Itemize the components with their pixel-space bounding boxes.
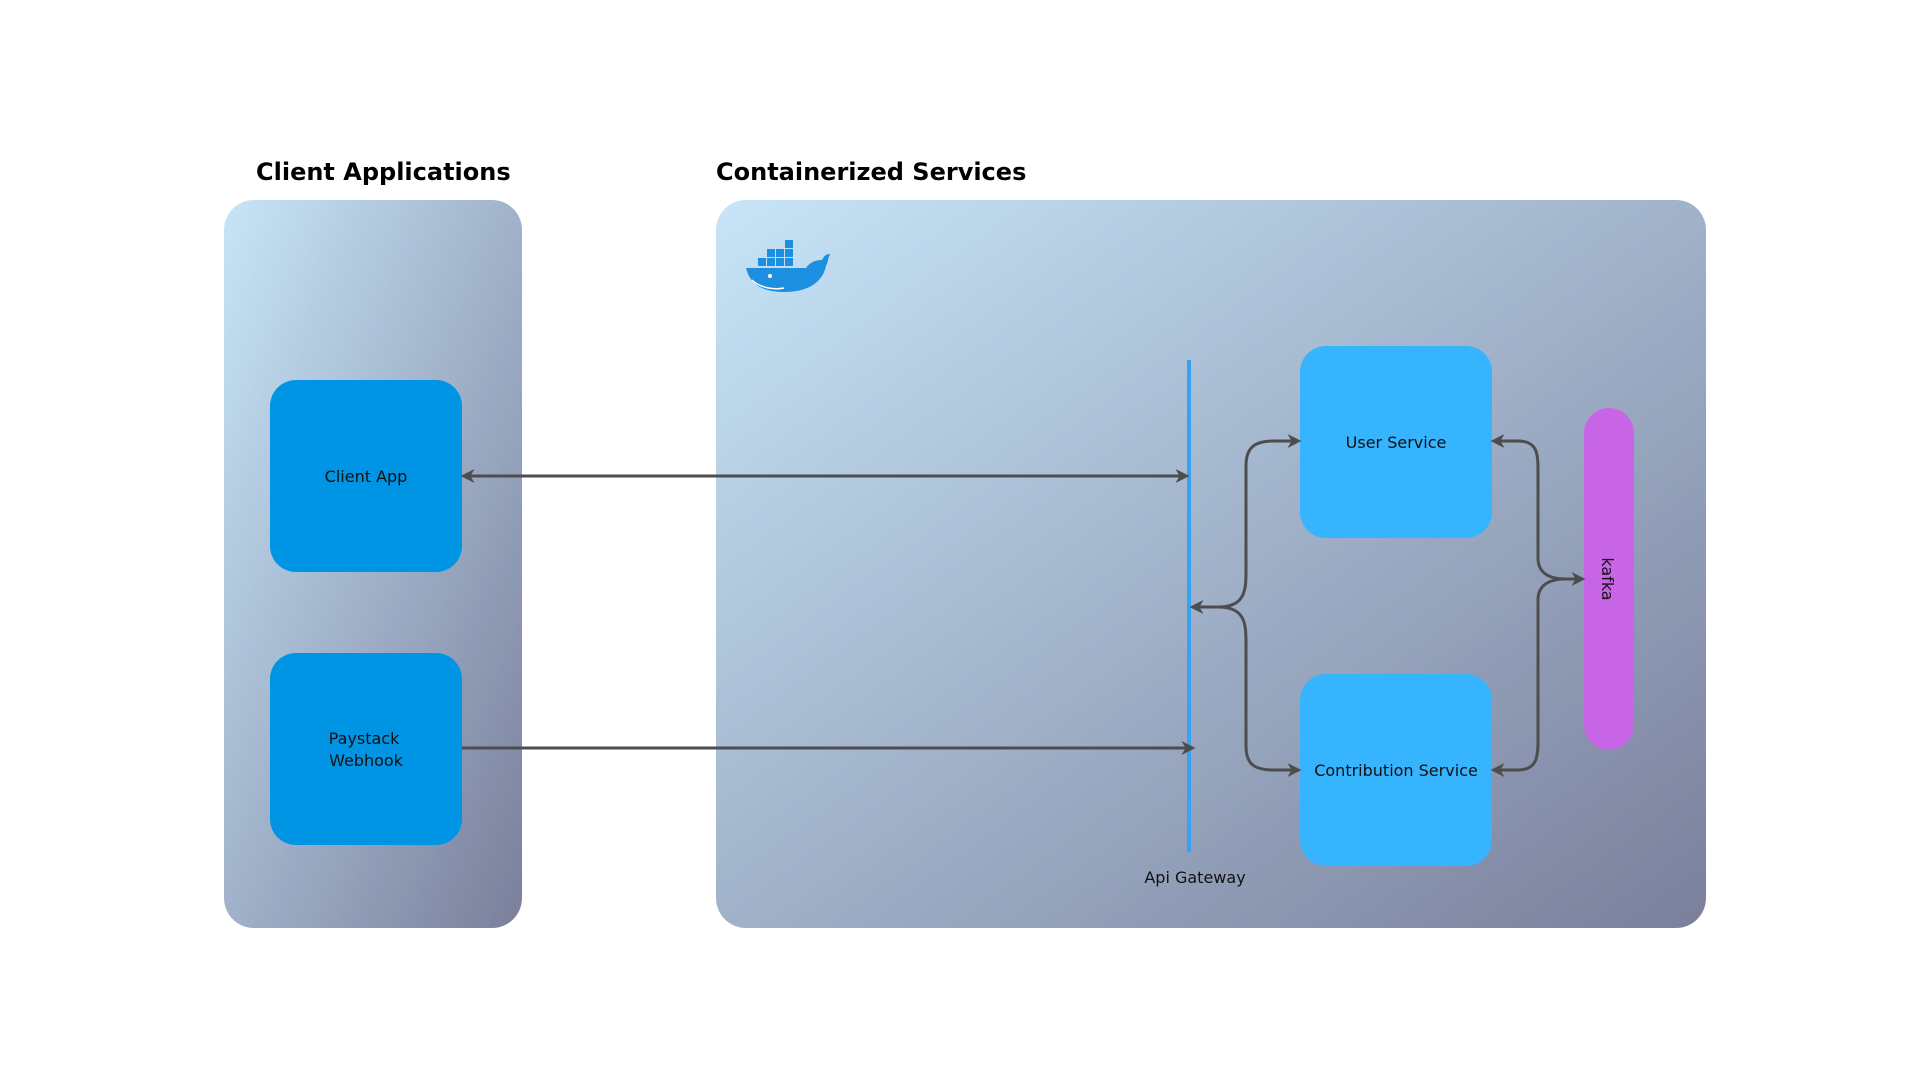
gateway-contribution-service-arrow (1217, 605, 1302, 777)
user-service-node (1300, 346, 1492, 538)
kafka-label: kafka (1598, 557, 1617, 600)
containerized-services-panel (716, 200, 1706, 928)
gateway-user-service-arrow (1217, 434, 1302, 609)
paystack-webhook-node (270, 653, 462, 845)
user-service-kafka-arrow (1490, 434, 1586, 586)
client-app-label: Client App (325, 467, 408, 486)
contribution-service-label: Contribution Service (1314, 761, 1478, 780)
api-gateway-label: Api Gateway (1144, 868, 1245, 887)
client-applications-heading: Client Applications (256, 158, 511, 186)
containerized-services-heading: Containerized Services (716, 158, 1026, 186)
kafka-bar (1584, 408, 1634, 750)
user-service-label: User Service (1346, 433, 1447, 452)
paystack-webhook-label-line-2: Webhook (329, 751, 404, 770)
docker-whale-icon (746, 240, 830, 292)
client-app-node (270, 380, 462, 572)
contribution-service-kafka-arrow (1490, 577, 1567, 777)
contribution-service-node (1300, 674, 1492, 866)
paystack-webhook-label-line-1: Paystack (329, 729, 400, 748)
